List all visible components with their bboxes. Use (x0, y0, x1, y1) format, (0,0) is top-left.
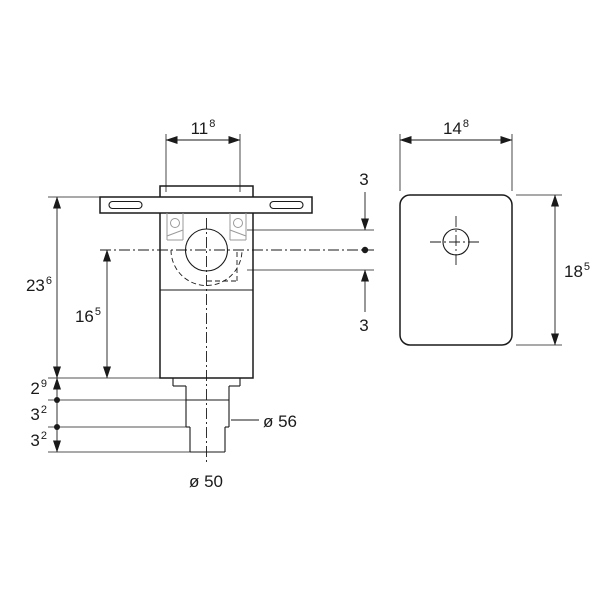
dim-label-outlet-diameter: ø 50 (189, 472, 223, 491)
dim-label-segment-3: 32 (30, 430, 47, 450)
side-plate-outline (399, 194, 513, 346)
rail-outline (99, 196, 313, 214)
dim-side-width: 148 (399, 118, 513, 191)
mounting-rail (99, 196, 313, 214)
clamp-details (166, 213, 247, 241)
dim-offset-above: 3 (247, 170, 374, 231)
dim-label-center-height: 165 (75, 306, 101, 326)
dim-total-height: 236 (26, 196, 173, 379)
outlet-pipe (172, 378, 241, 453)
dimensions: 118 236 165 3 3 (26, 118, 590, 491)
dim-label-offset-above: 3 (359, 170, 368, 189)
dim-label-total-height: 236 (26, 275, 52, 295)
side-view (399, 194, 513, 346)
dim-front-width: 118 (165, 118, 241, 192)
clamp-left-hatch (166, 229, 184, 237)
dim-label-side-height: 185 (564, 261, 590, 281)
dim-label-segment-1: 29 (30, 378, 47, 398)
dim-label-offset-below: 3 (359, 316, 368, 335)
label-pipe-diameter: ø 56 (231, 412, 297, 431)
rail-slot-right (269, 200, 304, 210)
front-view (99, 185, 374, 462)
center-lines (100, 218, 374, 462)
chain-dot (54, 397, 60, 403)
dim-offset-below: 3 (247, 269, 374, 335)
dim-label-side-width: 148 (443, 118, 469, 138)
chain-dot (54, 424, 60, 430)
rail-slot-left (108, 200, 143, 210)
dim-center-height: 165 (75, 249, 111, 379)
clamp-right-hatch (229, 229, 247, 237)
dim-side-height: 185 (516, 194, 590, 346)
label-outlet-diameter: ø 50 (189, 472, 223, 491)
dim-label-front-width: 118 (191, 118, 216, 138)
dim-chain-pipe-segments: 29 32 32 (30, 377, 190, 453)
center-reference-dot (361, 246, 369, 254)
clamp-left-screw (170, 218, 180, 228)
clamp-right-screw (233, 218, 243, 228)
dim-label-segment-2: 32 (30, 404, 47, 424)
dim-label-pipe-diameter: ø 56 (263, 412, 297, 431)
